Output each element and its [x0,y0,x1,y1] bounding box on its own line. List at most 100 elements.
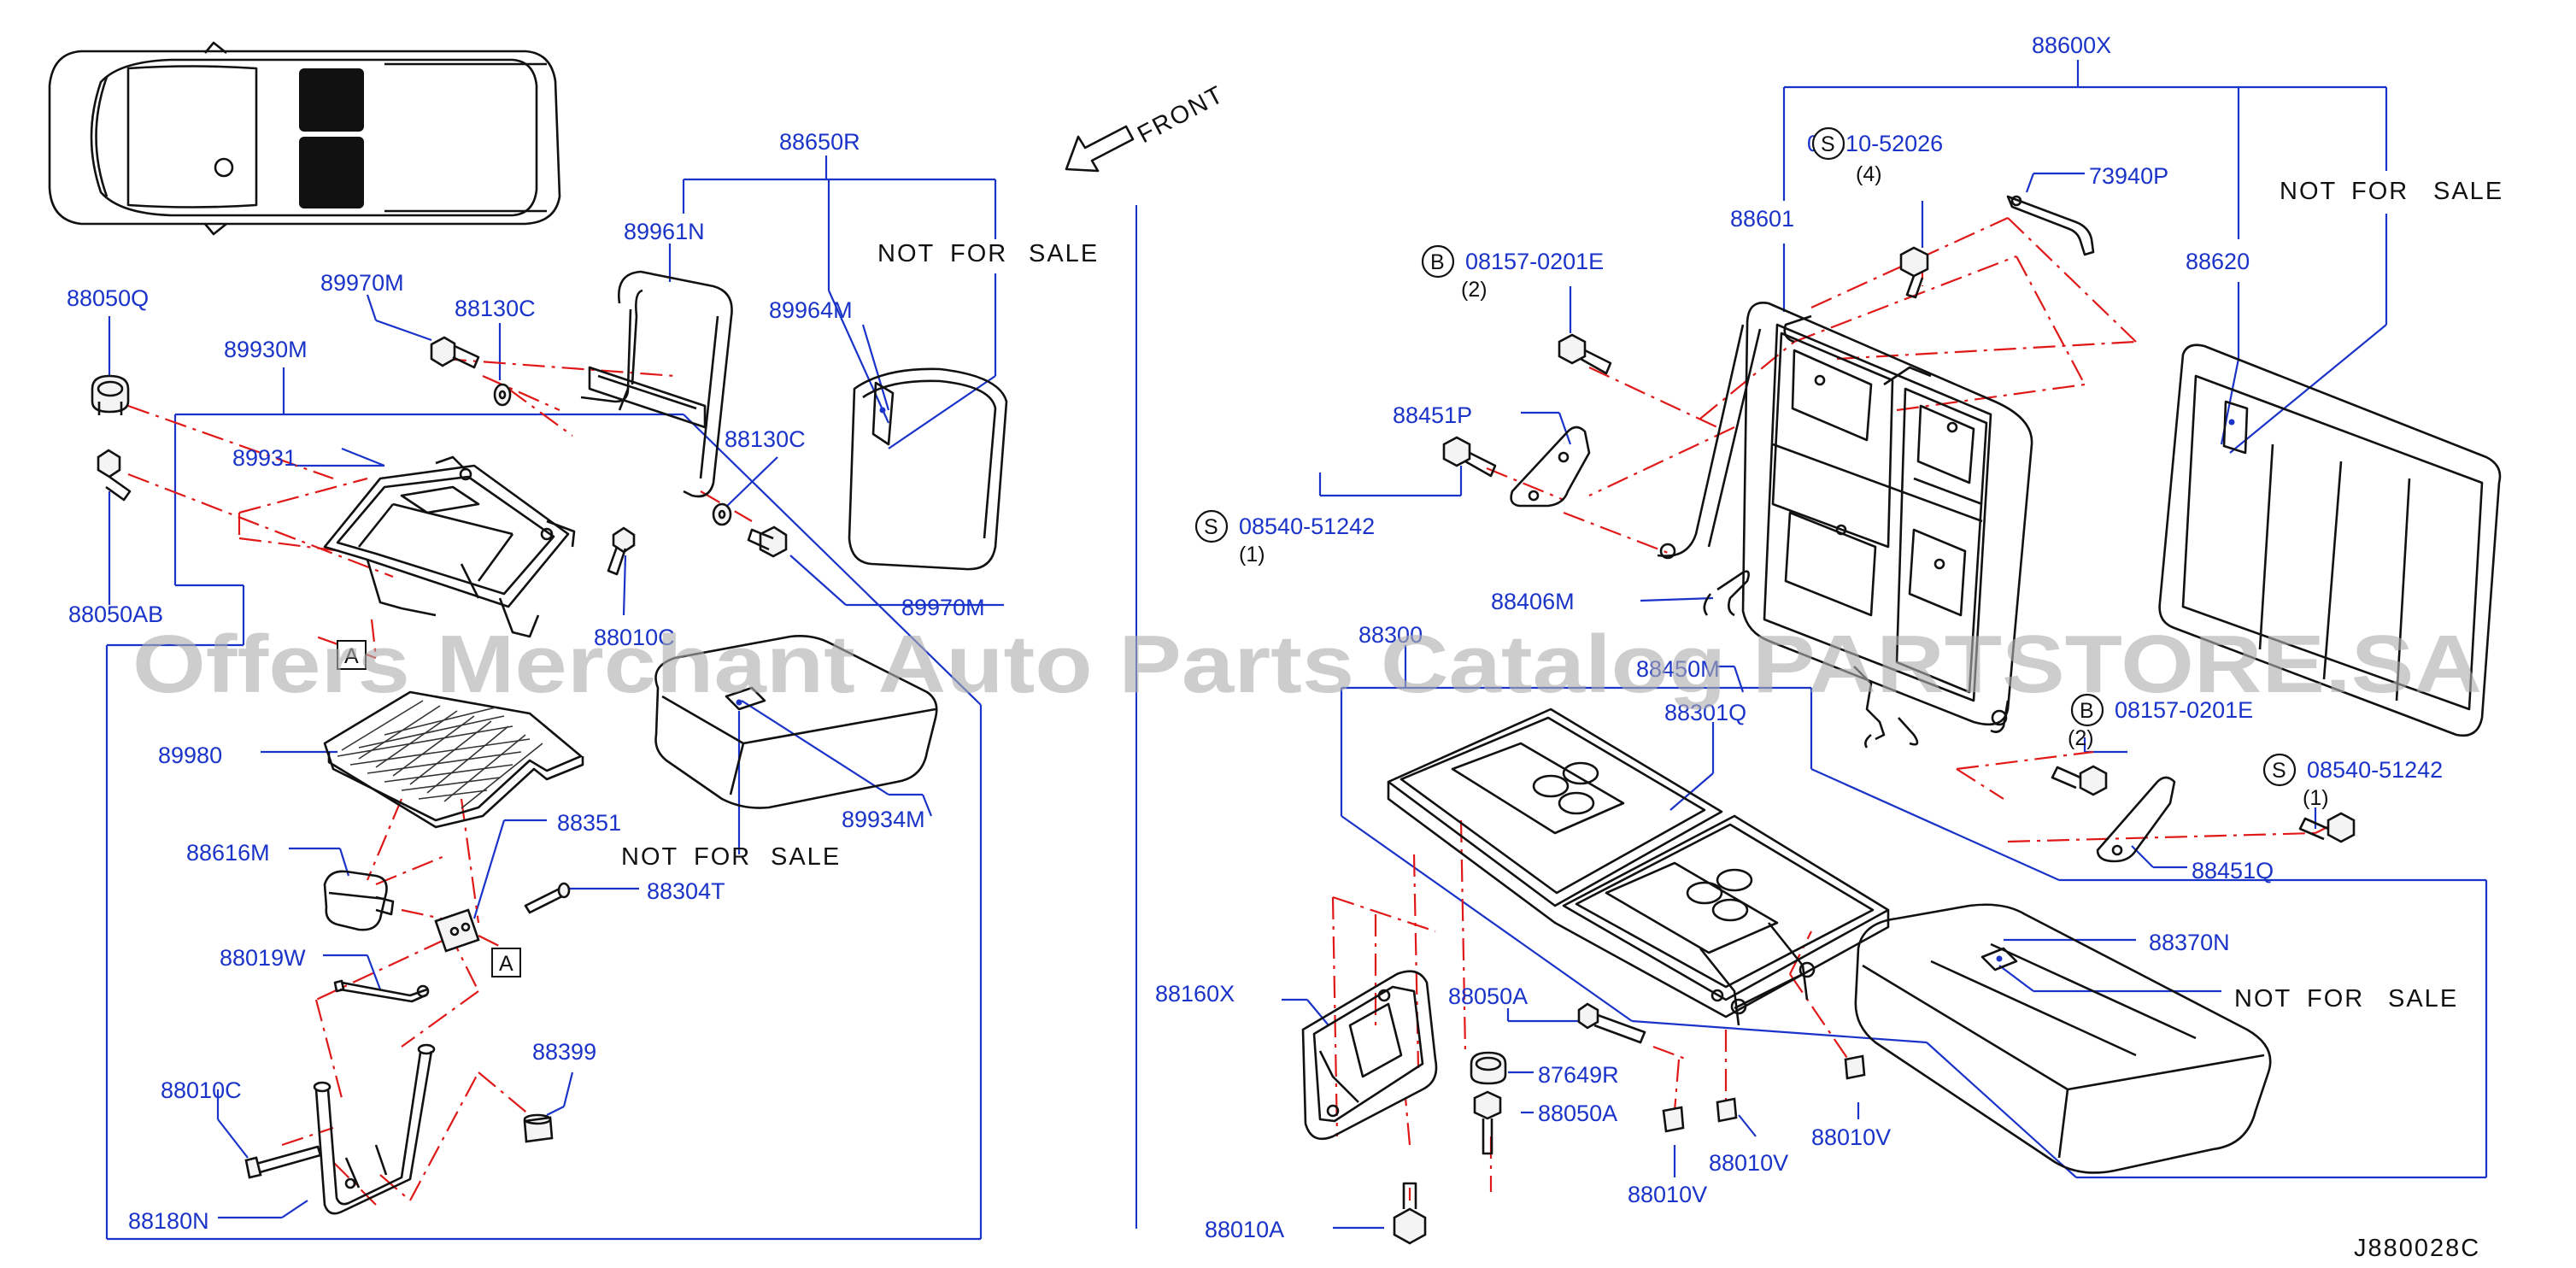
part-seat-cushion-88370N [1854,903,2272,1174]
part-headrest-frame-89961N [580,270,733,498]
part-bolt-08310 [1899,246,1929,299]
label-89961N: 89961N [624,219,705,244]
part-pin-88304T [524,882,571,914]
part-bolt-08157-b [2051,765,2108,796]
not-for-sale-right-upper: NOT FOR SALE [2280,178,2503,205]
not-for-sale-right-lower: NOT FOR SALE [2234,985,2458,1013]
label-08540-51242-a: 08540-51242 [1239,514,1375,539]
label-88010C-bot: 88010C [161,1077,242,1103]
svg-text:S: S [1204,515,1218,539]
part-leg-frame-88180N [313,1043,436,1215]
part-bracket-88451P [1510,426,1591,508]
part-bracket-88451Q [2096,776,2176,863]
label-88399: 88399 [532,1039,596,1065]
watermark-text: Offers Merchant Auto Parts Catalog PARTS… [132,619,2482,710]
svg-text:SALE: SALE [771,843,841,871]
part-bolt-88050A-upper [1577,1002,1646,1044]
label-88010C-top: 88010C [594,625,675,650]
label-08157-0201E-a: 08157-0201E [1465,249,1604,274]
label-88450M: 88450M [1636,656,1720,682]
label-88601: 88601 [1730,206,1794,232]
svg-text:NOT: NOT [2280,178,2337,205]
part-clip-88010V-c [1844,1054,1866,1080]
part-washer-88130C-upper [493,383,512,407]
label-88010V-b: 88010V [1709,1150,1788,1176]
part-plug-88050Q [91,374,130,415]
part-seat-pad-89934M [654,635,938,809]
ref-marker-a-upper: A [337,640,367,670]
label-89964M: 89964M [769,297,853,323]
label-88050A-a: 88050A [1448,983,1528,1009]
svg-text:SALE: SALE [2388,985,2458,1013]
label-88050AB: 88050AB [68,602,163,627]
part-cap-88399 [523,1113,554,1143]
svg-text:(2): (2) [1461,278,1488,302]
svg-text:S: S [1821,132,1835,156]
right-leader-lines [1282,60,2488,1230]
part-bracket-88130C-lower [712,502,732,526]
svg-text:(2): (2) [2068,726,2094,750]
label-88160X: 88160X [1155,981,1235,1007]
svg-text:SALE: SALE [2433,178,2503,205]
part-strap-88019W [333,979,430,1003]
diagram-code: J880028C [2354,1235,2480,1262]
label-89934M: 89934M [842,807,925,832]
svg-text:B: B [2080,699,2094,723]
svg-text:A: A [344,644,359,668]
label-73940P: 73940P [2089,163,2168,189]
svg-text:B: B [1430,250,1445,274]
svg-text:FOR: FOR [2307,985,2364,1013]
label-88130C-a: 88130C [455,296,536,321]
part-bolt-08157-a [1558,333,1612,375]
label-88650R: 88650R [779,129,860,155]
label-88050Q: 88050Q [67,285,149,311]
part-bolt-88050AB [97,449,132,502]
part-seatback-frame-88601 [1657,302,2033,733]
quantity-labels: (4) (2) (1) (2) (1) [1239,162,2329,810]
label-88010V-a: 88010V [1628,1182,1707,1207]
part-bolt-08540-a [1442,436,1497,478]
part-bolt-89970M-lower [747,525,788,558]
part-bolt-88010C-lower [244,1145,322,1179]
part-bolt-08540-b [2298,812,2356,843]
label-88600X: 88600X [2032,32,2111,58]
label-88010A: 88010A [1205,1217,1284,1242]
part-bolt-88010A [1393,1182,1427,1245]
label-88451P: 88451P [1393,402,1472,428]
vehicle-top-view [48,41,561,236]
label-88370N: 88370N [2149,930,2230,955]
svg-text:NOT: NOT [877,240,935,267]
part-holder-88616M [323,870,395,931]
callout-circles: S B S B S [1194,126,2297,787]
left-part-labels: 88650R 89961N 89970M 88130C 88050Q 89930… [67,129,985,1234]
label-88050A-b: 88050A [1538,1101,1617,1126]
label-88300: 88300 [1358,622,1423,648]
label-89970M-a: 89970M [320,270,404,296]
label-08540-51242-b: 08540-51242 [2307,757,2443,783]
svg-text:NOT: NOT [621,843,678,871]
front-label: FRONT [1133,80,1229,149]
label-88406M: 88406M [1491,589,1575,614]
part-bracket-88351 [434,908,480,953]
part-seat-cushion-frame-88301Q [1387,707,1890,1026]
svg-text:NOT: NOT [2234,985,2291,1013]
label-88301Q: 88301Q [1664,700,1746,725]
label-89931: 89931 [232,445,296,471]
svg-text:S: S [2272,759,2286,783]
part-bolt-88010C-upper [607,526,636,576]
part-nut-87649R [1470,1051,1507,1085]
part-handle-73940P [2006,195,2095,256]
label-88304T: 88304T [647,878,725,904]
label-88019W: 88019W [220,945,306,971]
label-08157-0201E-b: 08157-0201E [2115,697,2253,723]
svg-text:FOR: FOR [950,240,1007,267]
ref-marker-a-lower: A [491,948,521,977]
part-headrest-89964M [848,367,1008,571]
svg-text:(1): (1) [2303,786,2329,810]
part-seat-cushion-frame-89931 [323,455,576,638]
part-mat-89980 [323,690,584,829]
label-88451Q: 88451Q [2192,858,2274,883]
svg-text:A: A [499,952,513,976]
svg-text:(1): (1) [1239,543,1265,566]
